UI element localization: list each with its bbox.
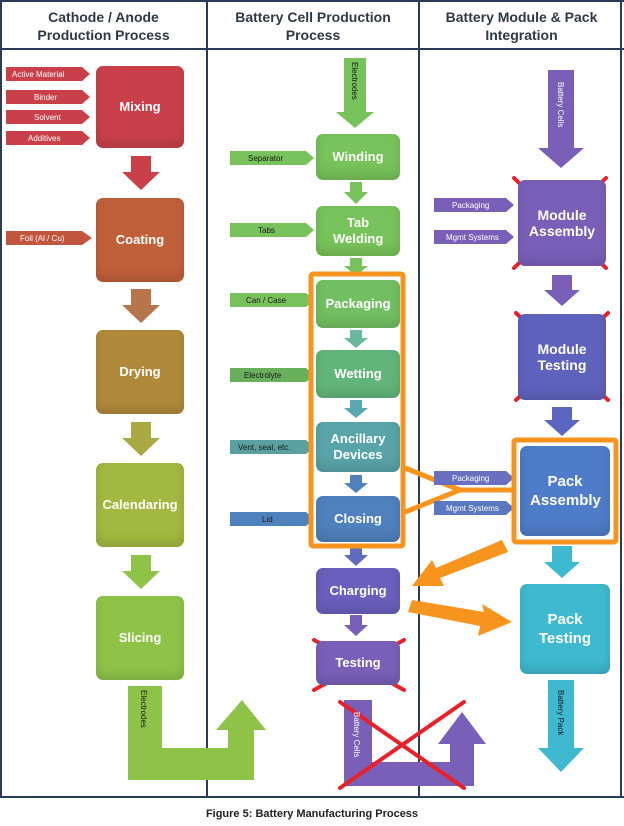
module-down-arrows [538,275,584,772]
module-cells-arrow [538,70,584,168]
input-lid: Lid [262,514,273,524]
step-coating: Coating [96,198,184,282]
step-calendaring: Calendaring [96,463,184,547]
pack-highlight-frame [511,437,619,545]
label-battery-cells-output: Battery Cells [352,712,361,758]
step-module-testing: Module Testing [518,314,606,400]
label-battery-cells-input: Battery Cells [556,82,565,128]
input-binder: Binder [34,92,58,102]
cathode-input-arrows [6,67,92,245]
cathode-down-arrows [122,156,160,589]
step-tab-welding: Tab Welding [316,206,400,256]
step-ancillary-devices: Ancillary Devices [316,422,400,472]
module-input-arrows [434,198,514,515]
input-foil: Foil (Al / Cu) [20,233,65,243]
input-can-case: Can / Case [246,295,287,305]
step-winding: Winding [316,134,400,180]
bottom-border [0,796,624,798]
figure-caption: Figure 5: Battery Manufacturing Process [205,808,419,820]
step-testing: Testing [316,641,400,685]
cell-input-arrows [230,151,314,526]
step-slicing: Slicing [96,596,184,680]
step-pack-testing: Pack Testing [520,584,610,674]
cell-highlight-frame [308,271,406,549]
input-vent-seal: Vent, seal, etc. [238,442,291,452]
label-electrodes-input: Electrodes [350,62,359,100]
column-header-module: Battery Module & Pack Integration [445,9,598,43]
step-closing: Closing [316,496,400,542]
step-pack-assembly: Pack Assembly [520,446,610,536]
input-tabs: Tabs [258,225,275,235]
input-pack-packaging: Packaging [452,473,490,483]
input-module-mgmt: Mgmt Systems [446,232,499,242]
label-electrodes-output: Electrodes [139,690,148,728]
left-border [0,0,2,798]
input-electrolyte: Electrolyte [244,370,282,380]
cell-down-arrows [344,182,368,636]
step-charging: Charging [316,568,400,614]
input-active-material: Active Material [12,69,65,79]
step-mixing: Mixing [96,66,184,148]
input-additives: Additives [28,133,61,143]
orange-flow-arrows [408,540,512,636]
step-packaging: Packaging [316,280,400,328]
step-module-assembly: Module Assembly [518,180,606,266]
column-header-cathode: Cathode / Anode Production Process [37,9,170,43]
column-header-cell: Battery Cell Production Process [235,9,391,43]
column-divider-1 [206,0,208,798]
step-wetting: Wetting [316,350,400,398]
input-module-packaging: Packaging [452,200,490,210]
input-separator: Separator [248,153,284,163]
top-border [0,0,624,2]
label-battery-pack-output: Battery Pack [556,690,565,736]
right-border [620,0,622,798]
header-divider [0,48,624,50]
electrodes-u-arrow [128,686,266,780]
input-pack-mgmt: Mgmt Systems [446,503,499,513]
step-drying: Drying [96,330,184,414]
input-solvent: Solvent [34,112,61,122]
battery-cells-u-arrow [344,700,486,786]
cell-electrodes-arrow [336,58,374,128]
column-divider-2 [418,0,420,798]
